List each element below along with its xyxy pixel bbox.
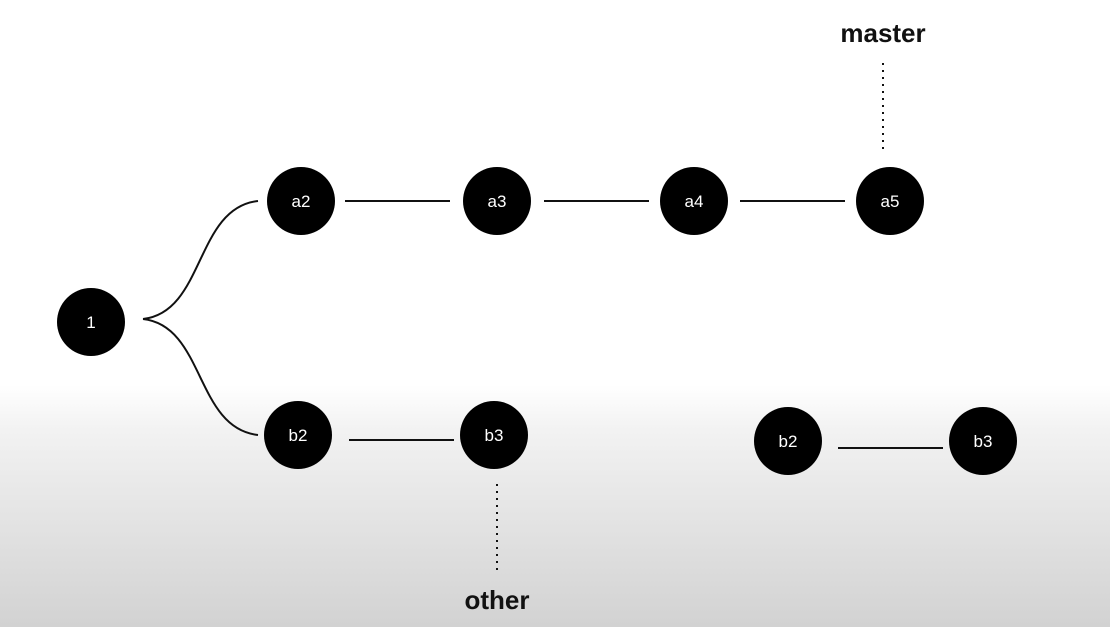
edge-1-to-a2	[142, 200, 259, 320]
svg-text:a3: a3	[488, 192, 507, 211]
svg-text:1: 1	[86, 313, 95, 332]
svg-text:b2: b2	[289, 426, 308, 445]
svg-text:b3: b3	[485, 426, 504, 445]
commit-node-b3-copy: b3	[949, 407, 1017, 475]
svg-text:a2: a2	[292, 192, 311, 211]
branch-label-other: other	[465, 585, 530, 615]
svg-text:b2: b2	[779, 432, 798, 451]
commit-node-b2: b2	[264, 401, 332, 469]
svg-text:a5: a5	[881, 192, 900, 211]
commit-node-1: 1	[57, 288, 125, 356]
edge-1-to-b2	[142, 318, 259, 436]
branch-label-master: master	[840, 18, 925, 48]
commit-node-b3: b3	[460, 401, 528, 469]
commit-node-a3: a3	[463, 167, 531, 235]
svg-text:a4: a4	[685, 192, 704, 211]
commit-node-a2: a2	[267, 167, 335, 235]
commit-node-a4: a4	[660, 167, 728, 235]
commit-node-b2-copy: b2	[754, 407, 822, 475]
commit-node-a5: a5	[856, 167, 924, 235]
svg-text:b3: b3	[974, 432, 993, 451]
